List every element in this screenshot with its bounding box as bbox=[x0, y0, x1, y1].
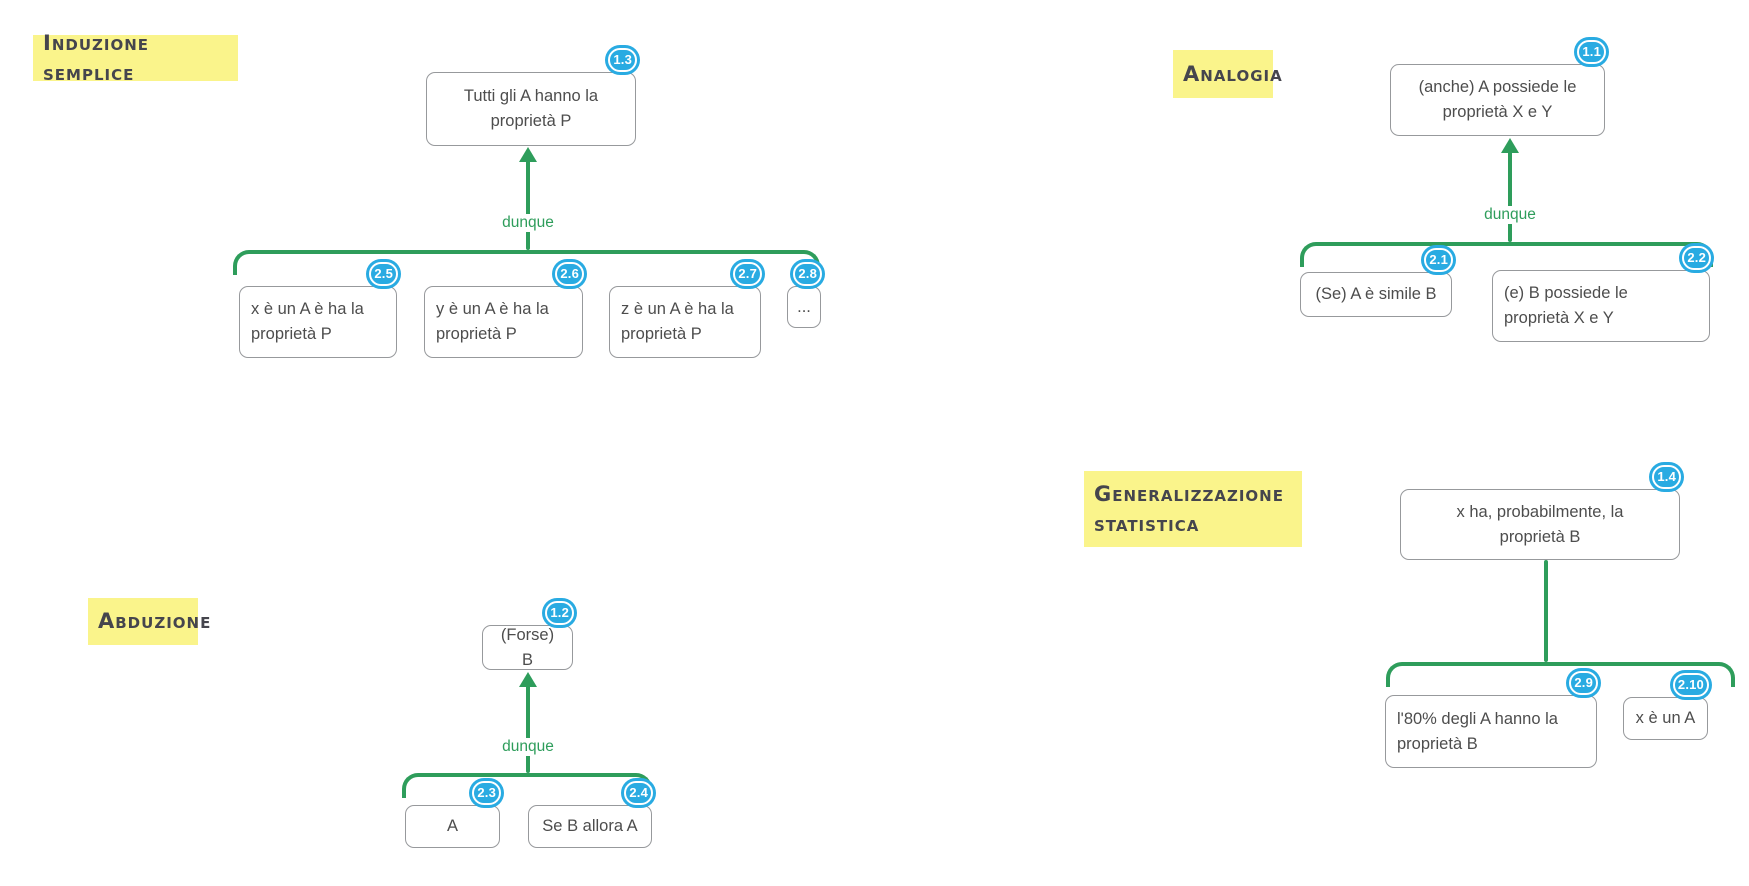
edge-label-dunque: dunque bbox=[499, 738, 557, 756]
node-text: x è un A bbox=[1635, 709, 1696, 728]
node-conclusion-1-3[interactable]: 1.3 Tutti gli A hanno la proprietà P bbox=[426, 48, 637, 146]
connector-line bbox=[526, 159, 530, 250]
arrowhead-up-icon bbox=[519, 672, 537, 687]
node-text: y è un A è ha la proprietà P bbox=[436, 300, 549, 343]
node-premise-2-2[interactable]: 2.2 (e) B possiede le proprietà X e Y bbox=[1492, 246, 1711, 342]
node-text: Se B allora A bbox=[542, 817, 638, 836]
node-text: (e) B possiede le proprietà X e Y bbox=[1504, 284, 1628, 327]
arrowhead-up-icon bbox=[1501, 138, 1519, 153]
section-label-abduzione[interactable]: Abduzione bbox=[88, 598, 210, 645]
node-text: x è un A è ha la proprietà P bbox=[251, 300, 364, 343]
grouping-bracket bbox=[1386, 662, 1735, 687]
section-label-induzione[interactable]: Induzione semplice bbox=[33, 31, 238, 85]
node-text: (Se) A è simile B bbox=[1315, 285, 1437, 304]
node-premise-2-7[interactable]: 2.7 z è un A è ha la proprietà P bbox=[609, 262, 762, 358]
node-premise-2-10[interactable]: 2.10 x è un A bbox=[1623, 673, 1709, 740]
node-number-badge: 2.6 bbox=[555, 262, 584, 286]
node-text: A bbox=[446, 817, 458, 836]
grouping-bracket bbox=[233, 250, 820, 275]
node-number-badge: 2.10 bbox=[1672, 673, 1709, 697]
node-number-badge: 2.5 bbox=[369, 262, 398, 286]
section-label-analogia[interactable]: Analogia bbox=[1173, 50, 1282, 98]
node-number-badge: 2.7 bbox=[733, 262, 762, 286]
node-number-badge: 2.2 bbox=[1682, 246, 1711, 270]
node-conclusion-1-2[interactable]: 1.2 (Forse) B bbox=[482, 601, 574, 670]
node-number-badge: 2.1 bbox=[1424, 248, 1453, 272]
node-premise-2-4[interactable]: 2.4 Se B allora A bbox=[528, 781, 653, 848]
node-premise-2-1[interactable]: 2.1 (Se) A è simile B bbox=[1300, 248, 1453, 317]
node-text: z è un A è ha la proprietà P bbox=[621, 300, 734, 343]
node-premise-2-3[interactable]: 2.3 A bbox=[405, 781, 501, 848]
section-label-text: Abduzione bbox=[98, 609, 212, 634]
node-conclusion-1-1[interactable]: 1.1 (anche) A possiede le proprietà X e … bbox=[1390, 40, 1606, 136]
node-premise-2-8[interactable]: 2.8 ... bbox=[787, 262, 822, 328]
node-premise-2-9[interactable]: 2.9 l'80% degli A hanno la proprietà B bbox=[1385, 671, 1598, 768]
node-number-badge: 1.3 bbox=[608, 48, 637, 72]
node-conclusion-1-4[interactable]: 1.4 x ha, probabilmente, la proprietà B bbox=[1400, 465, 1681, 560]
arrowhead-up-icon bbox=[519, 147, 537, 162]
node-text: (Forse) B bbox=[500, 625, 555, 669]
section-label-generalizzazione[interactable]: Generalizzazione statistica bbox=[1084, 471, 1302, 547]
connector-line bbox=[1544, 560, 1548, 662]
section-label-text: Generalizzazione statistica bbox=[1094, 481, 1284, 536]
connector-line bbox=[1508, 150, 1512, 242]
node-number-badge: 1.1 bbox=[1577, 40, 1606, 64]
connector-line bbox=[526, 684, 530, 773]
node-number-badge: 2.8 bbox=[793, 262, 822, 286]
node-text: (anche) A possiede le proprietà X e Y bbox=[1418, 78, 1577, 121]
node-number-badge: 2.3 bbox=[472, 781, 501, 805]
node-text: l'80% degli A hanno la proprietà B bbox=[1397, 709, 1558, 753]
node-text: ... bbox=[797, 297, 811, 316]
node-number-badge: 1.2 bbox=[545, 601, 574, 625]
node-text: Tutti gli A hanno la proprietà P bbox=[463, 87, 599, 130]
node-number-badge: 2.4 bbox=[624, 781, 653, 805]
node-premise-2-6[interactable]: 2.6 y è un A è ha la proprietà P bbox=[424, 262, 584, 358]
node-premise-2-5[interactable]: 2.5 x è un A è ha la proprietà P bbox=[239, 262, 398, 358]
edge-label-dunque: dunque bbox=[1481, 206, 1539, 224]
section-label-text: Analogia bbox=[1183, 61, 1283, 86]
node-number-badge: 1.4 bbox=[1652, 465, 1681, 489]
node-number-badge: 2.9 bbox=[1569, 671, 1598, 695]
edge-label-dunque: dunque bbox=[499, 214, 557, 232]
grouping-bracket bbox=[402, 773, 652, 798]
grouping-bracket bbox=[1300, 242, 1713, 267]
node-text: x ha, probabilmente, la proprietà B bbox=[1456, 502, 1624, 546]
section-label-text: Induzione semplice bbox=[43, 30, 150, 85]
